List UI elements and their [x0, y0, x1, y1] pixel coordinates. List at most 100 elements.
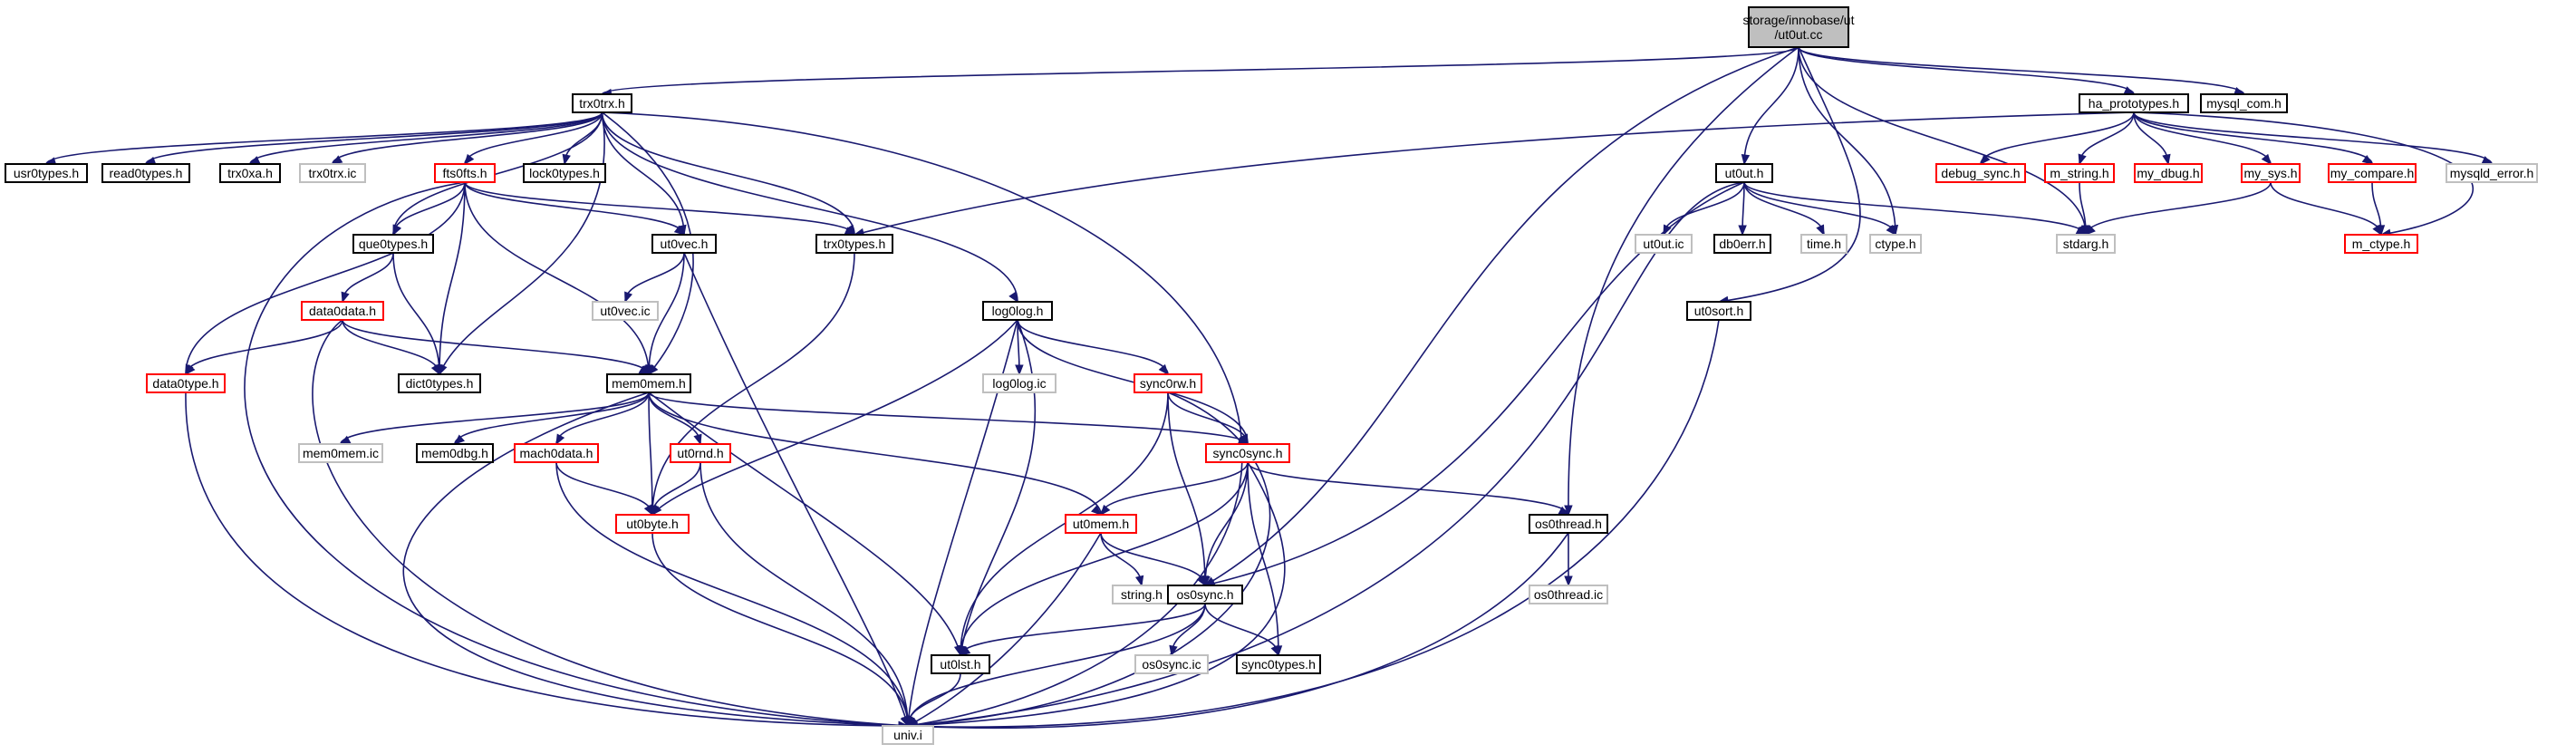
node-ut0vec-h[interactable]: ut0vec.h: [651, 234, 717, 254]
node-box[interactable]: [2134, 163, 2203, 183]
node-ut0ut-ic[interactable]: ut0ut.ic: [1635, 234, 1693, 254]
node-box[interactable]: [1529, 514, 1608, 534]
node-box[interactable]: [2200, 93, 2288, 113]
node-sync0sync-h[interactable]: sync0sync.h: [1205, 443, 1290, 463]
node-os0sync-h[interactable]: os0sync.h: [1167, 585, 1243, 604]
node-box[interactable]: [2056, 234, 2116, 254]
node-box[interactable]: [146, 373, 226, 393]
node-box[interactable]: [982, 373, 1056, 393]
node-box[interactable]: [101, 163, 190, 183]
node-box[interactable]: [2344, 234, 2418, 254]
node-box[interactable]: [1529, 585, 1608, 604]
node-box[interactable]: [1748, 6, 1849, 48]
node-box[interactable]: [1686, 301, 1751, 321]
node-ut0byte-h[interactable]: ut0byte.h: [615, 514, 690, 534]
node-trx0trx-ic[interactable]: trx0trx.ic: [299, 163, 366, 183]
node-mach0data-h[interactable]: mach0data.h: [514, 443, 599, 463]
node-box[interactable]: [1635, 234, 1693, 254]
node-os0sync-ic[interactable]: os0sync.ic: [1134, 654, 1209, 674]
node-debug-sync-h[interactable]: debug_sync.h: [1935, 163, 2026, 183]
node-box[interactable]: [398, 373, 481, 393]
node-ut0ut-cc[interactable]: storage/innobase/ut/ut0ut.cc: [1743, 6, 1855, 48]
node-box[interactable]: [1167, 585, 1243, 604]
node-box[interactable]: [301, 301, 384, 321]
node-my-sys-h[interactable]: my_sys.h: [2241, 163, 2301, 183]
node-os0thread-ic[interactable]: os0thread.ic: [1529, 585, 1608, 604]
node-box[interactable]: [2446, 163, 2538, 183]
node-box[interactable]: [670, 443, 731, 463]
node-mem0mem-h[interactable]: mem0mem.h: [606, 373, 691, 393]
node-box[interactable]: [2044, 163, 2115, 183]
node-que0types-h[interactable]: que0types.h: [352, 234, 434, 254]
node-mysqld-error-h[interactable]: mysqld_error.h: [2446, 163, 2538, 183]
node-sync0rw-h[interactable]: sync0rw.h: [1134, 373, 1202, 393]
node-data0data-h[interactable]: data0data.h: [301, 301, 384, 321]
node-box[interactable]: [219, 163, 281, 183]
node-box[interactable]: [572, 93, 632, 113]
node-trx0types-h[interactable]: trx0types.h: [815, 234, 893, 254]
node-mem0mem-ic[interactable]: mem0mem.ic: [298, 443, 383, 463]
edge-log0log_h-to-sync0sync_h: [1017, 319, 1249, 445]
node-trx0xa-h[interactable]: trx0xa.h: [219, 163, 281, 183]
node-box[interactable]: [592, 301, 659, 321]
node-box[interactable]: [2328, 163, 2417, 183]
node-ctype-h[interactable]: ctype.h: [1869, 234, 1922, 254]
node-box[interactable]: [299, 163, 366, 183]
node-box[interactable]: [514, 443, 599, 463]
node-box[interactable]: [523, 163, 606, 183]
node-box[interactable]: [982, 301, 1053, 321]
node-data0type-h[interactable]: data0type.h: [146, 373, 226, 393]
node-box[interactable]: [931, 654, 990, 674]
node-box[interactable]: [2079, 93, 2189, 113]
node-box[interactable]: [606, 373, 691, 393]
node-string-h[interactable]: string.h: [1112, 585, 1172, 604]
node-log0log-h[interactable]: log0log.h: [982, 301, 1053, 321]
node-sync0types-h[interactable]: sync0types.h: [1236, 654, 1321, 674]
node-box[interactable]: [1935, 163, 2026, 183]
node-box[interactable]: [434, 163, 496, 183]
node-fts0fts-h[interactable]: fts0fts.h: [434, 163, 496, 183]
node-lock0types-h[interactable]: lock0types.h: [523, 163, 606, 183]
node-mysql-com-h[interactable]: mysql_com.h: [2200, 93, 2288, 113]
node-usr0types-h[interactable]: usr0types.h: [5, 163, 88, 183]
node-my-dbug-h[interactable]: my_dbug.h: [2134, 163, 2203, 183]
node-dict0types-h[interactable]: dict0types.h: [398, 373, 481, 393]
node-stdarg-h[interactable]: stdarg.h: [2056, 234, 2116, 254]
node-time-h[interactable]: time.h: [1800, 234, 1848, 254]
node-ut0lst-h[interactable]: ut0lst.h: [931, 654, 990, 674]
node-box[interactable]: [815, 234, 893, 254]
node-ut0vec-ic[interactable]: ut0vec.ic: [592, 301, 659, 321]
node-ut0rnd-h[interactable]: ut0rnd.h: [670, 443, 731, 463]
node-box[interactable]: [1134, 373, 1202, 393]
node-read0types-h[interactable]: read0types.h: [101, 163, 190, 183]
node-ut0ut-h[interactable]: ut0ut.h: [1715, 163, 1773, 183]
node-box[interactable]: [1205, 443, 1290, 463]
node-trx0trx-h[interactable]: trx0trx.h: [572, 93, 632, 113]
node-os0thread-h[interactable]: os0thread.h: [1529, 514, 1608, 534]
node-ut0mem-h[interactable]: ut0mem.h: [1065, 514, 1137, 534]
node-ha-prototypes-h[interactable]: ha_prototypes.h: [2079, 93, 2189, 113]
node-box[interactable]: [1800, 234, 1848, 254]
node-box[interactable]: [1713, 234, 1771, 254]
node-m-ctype-h[interactable]: m_ctype.h: [2344, 234, 2418, 254]
node-box[interactable]: [882, 725, 934, 745]
node-box[interactable]: [1236, 654, 1321, 674]
node-m-string-h[interactable]: m_string.h: [2044, 163, 2115, 183]
node-box[interactable]: [651, 234, 717, 254]
node-univ-i[interactable]: univ.i: [882, 725, 934, 745]
node-box[interactable]: [352, 234, 434, 254]
node-log0log-ic[interactable]: log0log.ic: [982, 373, 1056, 393]
node-box[interactable]: [2241, 163, 2301, 183]
node-box[interactable]: [298, 443, 383, 463]
node-ut0sort-h[interactable]: ut0sort.h: [1686, 301, 1751, 321]
node-box[interactable]: [416, 443, 494, 463]
node-box[interactable]: [1715, 163, 1773, 183]
node-box[interactable]: [1869, 234, 1922, 254]
node-my-compare-h[interactable]: my_compare.h: [2328, 163, 2417, 183]
node-db0err-h[interactable]: db0err.h: [1713, 234, 1771, 254]
node-box[interactable]: [1134, 654, 1209, 674]
node-box[interactable]: [1065, 514, 1137, 534]
node-box[interactable]: [615, 514, 690, 534]
node-box[interactable]: [5, 163, 88, 183]
node-mem0dbg-h[interactable]: mem0dbg.h: [416, 443, 494, 463]
